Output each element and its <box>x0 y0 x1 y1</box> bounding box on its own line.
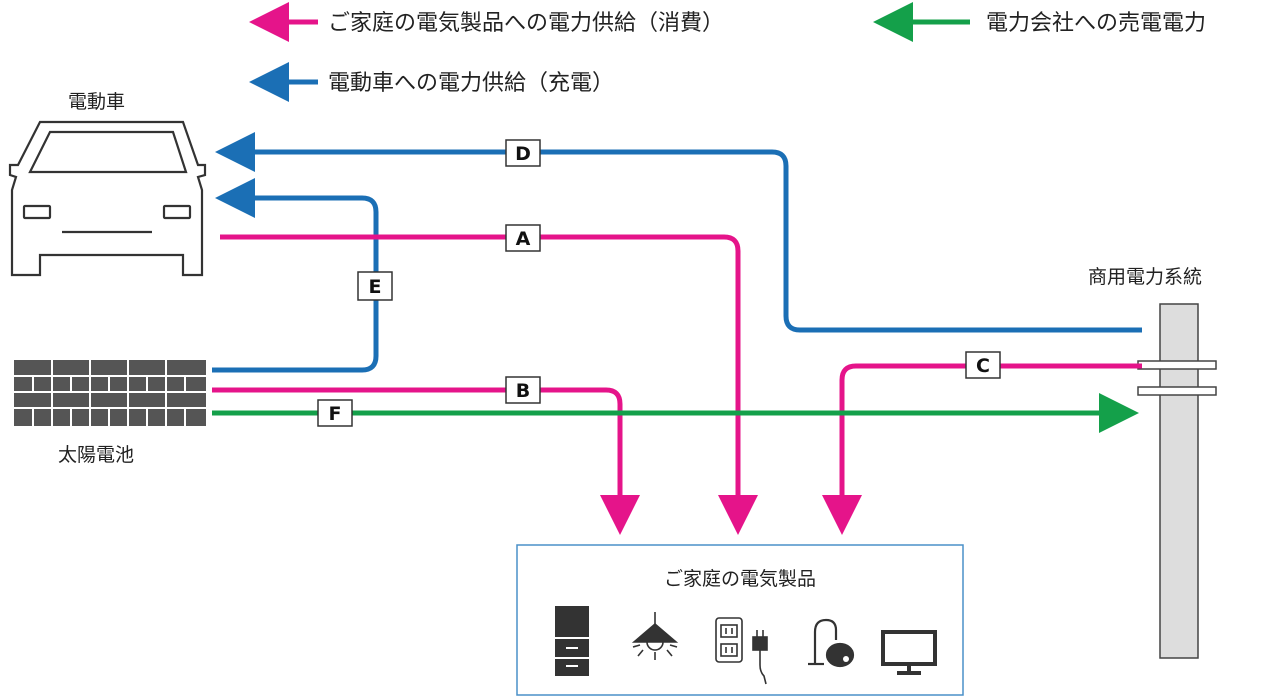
flow-a-letter: A <box>516 228 531 250</box>
fridge-icon <box>555 606 589 676</box>
flow-b-letter: B <box>516 380 530 402</box>
flow-a-line <box>220 234 758 535</box>
legend-consumption-label: ご家庭の電気製品への電力供給（消費） <box>328 11 724 36</box>
flow-d-badge: D <box>505 139 541 167</box>
legend-charge-label: 電動車への電力供給（充電） <box>328 71 614 96</box>
legend-consumption: ご家庭の電気製品への電力供給（消費） <box>249 2 724 42</box>
ceiling-lamp-icon <box>631 612 679 660</box>
grid-node: 商用電力系統 <box>1088 266 1217 659</box>
solar-node: 太陽電池 <box>14 360 206 466</box>
flow-f-letter: F <box>329 403 342 425</box>
flow-a-badge: A <box>505 224 541 252</box>
legend: ご家庭の電気製品への電力供給（消費） 電力会社への売電電力 電動車への電力供給（… <box>249 2 1206 102</box>
utility-pole-icon <box>1137 303 1217 659</box>
flow-e-letter: E <box>369 276 382 298</box>
solar-panel-icon <box>14 360 206 426</box>
flow-d-line <box>215 132 1142 333</box>
vacuum-icon <box>808 618 855 668</box>
home-appliances-node: ご家庭の電気製品 <box>516 544 964 696</box>
flow-b-badge: B <box>505 376 541 404</box>
flow-e-line <box>212 178 379 373</box>
solar-label: 太陽電池 <box>58 444 134 466</box>
flow-c-letter: C <box>976 355 990 377</box>
flow-d-letter: D <box>515 143 531 165</box>
flow-b-line <box>212 387 640 535</box>
flow-e-badge: E <box>357 271 393 301</box>
outlet-plug-icon <box>715 617 768 685</box>
grid-label: 商用電力系統 <box>1088 266 1202 288</box>
flow-c-badge: C <box>965 351 1001 379</box>
car-icon <box>8 120 207 277</box>
legend-charge: 電動車への電力供給（充電） <box>249 62 614 102</box>
tv-icon <box>881 630 937 675</box>
ev-node: 電動車 <box>8 91 207 277</box>
home-box <box>516 544 964 696</box>
legend-sell-label: 電力会社への売電電力 <box>986 11 1206 36</box>
flow-c-line <box>822 363 1142 535</box>
flow-f-badge: F <box>317 399 353 427</box>
home-label: ご家庭の電気製品 <box>664 568 816 590</box>
legend-sell: 電力会社への売電電力 <box>873 2 1206 42</box>
ev-label: 電動車 <box>68 91 125 113</box>
